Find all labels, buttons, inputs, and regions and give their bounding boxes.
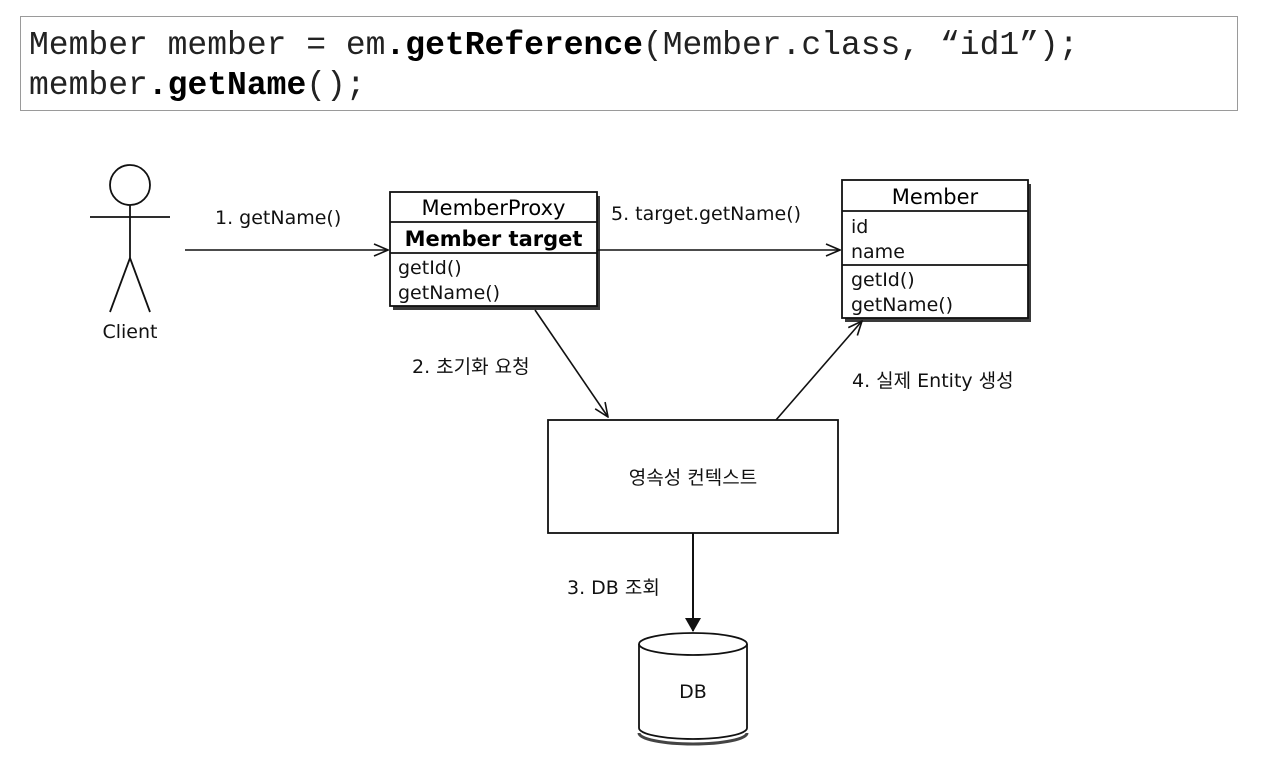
member-proxy-method-getid: getId() [398,257,462,279]
member-entity-title: Member [892,185,979,209]
step-5-label: 5. target.getName() [611,203,801,225]
step-1-label: 1. getName() [215,207,341,229]
code-line-1: Member member = em.getReference(Member.c… [29,27,1079,65]
code-line-2-suffix: (); [306,67,366,104]
code-line-1-prefix: Member member = em [29,27,386,64]
client-right-leg [129,257,151,313]
arrow-context-to-member [775,321,862,421]
code-line-1-suffix: (Member.class, “id1”); [642,27,1079,64]
member-proxy-box: MemberProxy Member target getId() getNam… [389,191,600,310]
code-line-2-method: getName [167,67,307,104]
step-3-label: 3. DB 조회 [567,577,660,599]
arrow-proxy-to-context [534,309,608,417]
member-proxy-field: Member target [405,227,583,251]
client-left-leg [109,257,131,313]
code-line-2-prefix: member [29,67,148,104]
member-proxy-title: MemberProxy [422,196,566,220]
client-actor [90,164,170,313]
code-line-2: member.getName(); [29,67,366,105]
step-4-label: 4. 실제 Entity 생성 [852,370,1014,392]
code-line-2-dot: . [147,67,168,104]
step-2-label: 2. 초기화 요청 [412,356,530,378]
member-proxy-method-getname: getName() [398,282,500,304]
member-method-getname: getName() [851,294,953,316]
code-snippet: Member member = em.getReference(Member.c… [20,16,1238,111]
persistence-context-label: 영속성 컨텍스트 [629,467,757,489]
persistence-context-box: 영속성 컨텍스트 [547,419,839,534]
client-label: Client [102,321,157,343]
code-line-1-dot: . [385,27,406,64]
client-head [109,164,151,206]
code-line-1-method: getReference [405,27,643,64]
member-field-name: name [851,241,905,263]
member-field-id: id [851,216,868,238]
db-label: DB [679,681,707,703]
member-entity-box: Member id name getId() getName() [841,179,1031,322]
member-method-getid: getId() [851,269,915,291]
db-cylinder [637,632,749,746]
